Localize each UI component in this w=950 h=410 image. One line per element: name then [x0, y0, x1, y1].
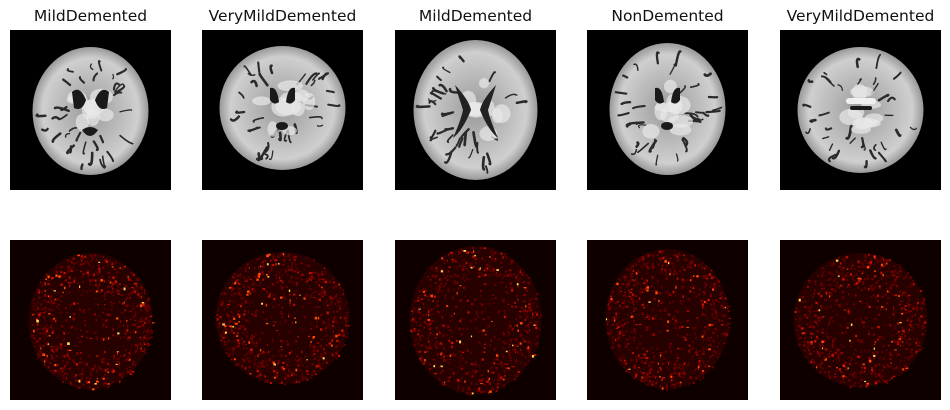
- panel-title: VeryMildDemented: [786, 7, 935, 25]
- panel-title: MildDemented: [33, 7, 148, 25]
- saliency-heatmap-2: [202, 240, 363, 400]
- saliency-heatmap-1: [10, 240, 171, 400]
- saliency-heatmap-3: [395, 240, 556, 400]
- saliency-heatmap-5: [780, 240, 941, 400]
- mri-scan-1: [10, 30, 171, 190]
- panel-title: VeryMildDemented: [208, 7, 357, 25]
- saliency-heatmap-4: [587, 240, 748, 400]
- mri-scan-3: [395, 30, 556, 190]
- panel-title: MildDemented: [418, 7, 533, 25]
- mri-scan-4: [587, 30, 748, 190]
- mri-scan-5: [780, 30, 941, 190]
- panel-title: NonDemented: [611, 7, 724, 25]
- mri-scan-2: [202, 30, 363, 190]
